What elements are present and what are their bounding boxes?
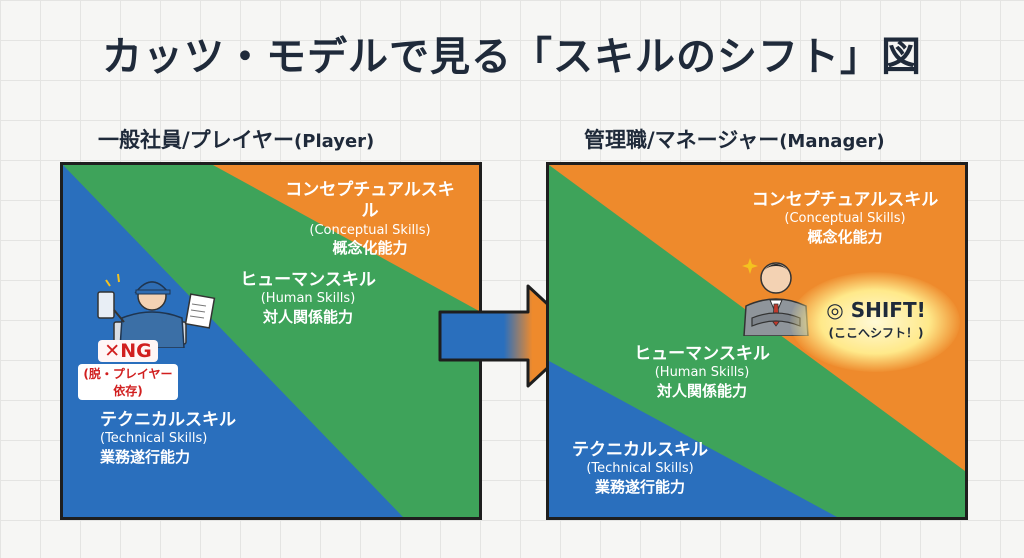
right-technical-region [549,361,837,517]
left-technical-en: (Technical Skills) [100,431,208,447]
left-conceptual-jp: コンセプチュアルスキル [285,180,455,222]
right-heading-en: (Manager) [779,131,885,152]
left-conceptual-jp2: 概念化能力 [332,238,408,257]
right-human-en: (Human Skills) [654,365,750,381]
left-human-jp: ヒューマンスキル [240,270,376,290]
shift-callout: ◎ SHIFT! (ここへシフト！) [806,298,946,341]
ng-badge: ✕NG (脱・プレイヤー依存) [78,340,178,400]
shift-label: ◎ SHIFT! [826,298,926,322]
ng-sub-label: (脱・プレイヤー依存) [78,364,178,400]
right-technical-en: (Technical Skills) [586,461,694,477]
shift-sub-label: (ここへシフト！) [828,326,924,340]
left-conceptual-en: (Conceptual Skills) [309,222,431,238]
ng-label: ✕NG [98,340,158,362]
right-technical-label: テクニカルスキル (Technical Skills) 業務遂行能力 [560,440,720,496]
left-skill-diagram [60,162,482,520]
left-technical-jp2: 業務遂行能力 [100,447,191,466]
left-panel-heading: 一般社員/プレイヤー(Player) [98,124,374,154]
left-diagram-svg [63,165,479,517]
left-technical-region [63,165,403,517]
sparkle-icon [742,258,758,274]
left-conceptual-label: コンセプチュアルスキル (Conceptual Skills) 概念化能力 [280,180,460,258]
right-conceptual-jp: コンセプチュアルスキル [751,190,939,210]
right-conceptual-en: (Conceptual Skills) [784,211,906,227]
right-technical-jp: テクニカルスキル [572,440,708,460]
right-human-jp: ヒューマンスキル [634,344,770,364]
left-human-jp2: 対人関係能力 [262,307,353,326]
right-human-label: ヒューマンスキル (Human Skills) 対人関係能力 [622,344,782,400]
left-technical-jp: テクニカルスキル [100,410,236,430]
right-conceptual-jp2: 概念化能力 [807,227,883,246]
right-panel-heading: 管理職/マネージャー(Manager) [584,124,885,154]
worker-icon [97,273,216,348]
left-heading-en: (Player) [294,131,375,152]
shift-glow [790,272,960,372]
page-title: カッツ・モデルで見る「スキルのシフト」図 [102,34,922,80]
left-conceptual-region [213,165,479,311]
left-technical-label: テクニカルスキル (Technical Skills) 業務遂行能力 [100,410,260,466]
right-heading-jp: 管理職/マネージャー [584,128,780,152]
left-human-en: (Human Skills) [260,291,356,307]
right-conceptual-label: コンセプチュアルスキル (Conceptual Skills) 概念化能力 [740,190,950,246]
left-heading-jp: 一般社員/プレイヤー [98,128,295,152]
right-technical-jp2: 業務遂行能力 [594,477,685,496]
right-human-jp2: 対人関係能力 [656,381,747,400]
left-human-label: ヒューマンスキル (Human Skills) 対人関係能力 [228,270,388,326]
